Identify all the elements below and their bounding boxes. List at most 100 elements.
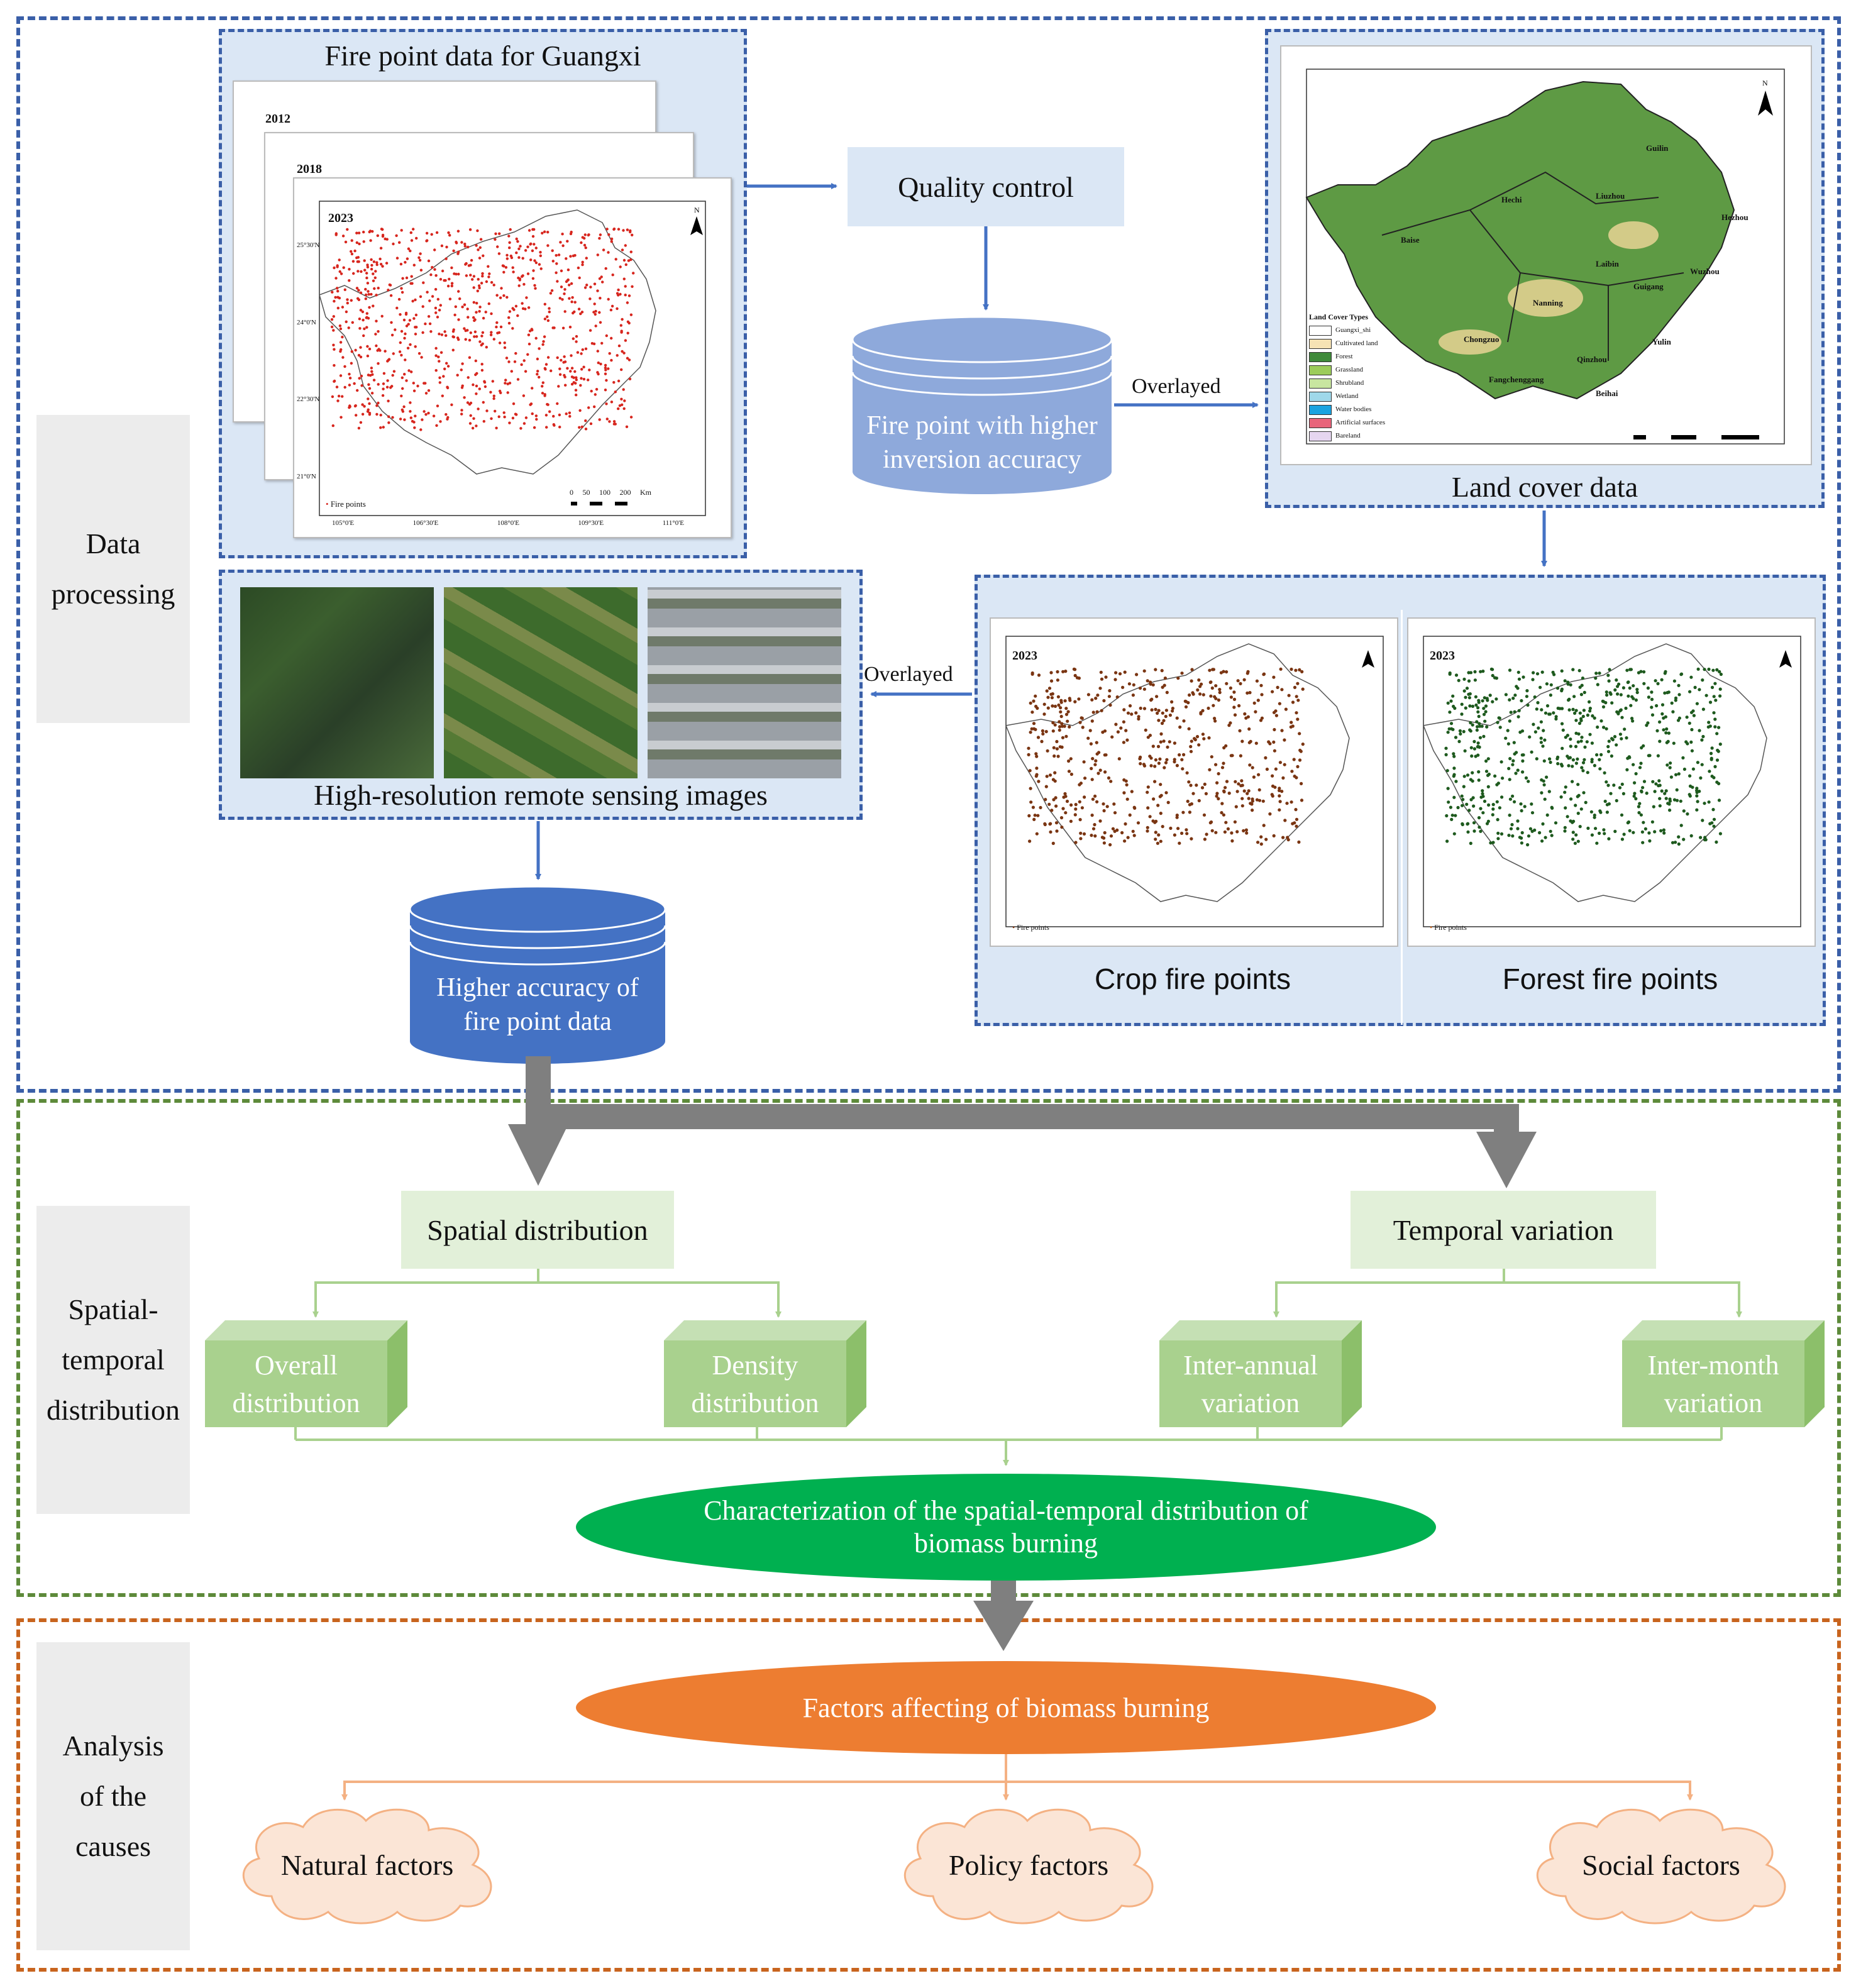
fire-point-dot — [414, 313, 418, 317]
fire-point-dot — [1276, 685, 1279, 689]
fire-point-dot — [520, 363, 523, 367]
fire-point-dot — [1637, 811, 1641, 815]
fire-point-dot — [506, 382, 509, 385]
fire-point-dot — [485, 280, 489, 284]
fire-point-dot — [1126, 836, 1130, 839]
fire-point-dot — [1582, 709, 1586, 712]
fire-point-dot — [1491, 807, 1495, 811]
fire-point-dot — [336, 306, 340, 310]
fire-point-dot — [421, 331, 424, 334]
fire-point-dot — [1586, 771, 1589, 775]
fire-point-dot — [1712, 711, 1716, 715]
fire-point-dot — [1563, 829, 1567, 833]
fire-point-dot — [1554, 715, 1558, 719]
fire-point-dot — [1265, 767, 1269, 771]
fire-point-dot — [1647, 831, 1651, 835]
fire-point-dot — [355, 414, 358, 417]
fire-point-dot — [1566, 682, 1570, 686]
fire-point-dot — [1078, 721, 1082, 724]
fire-point-dot — [380, 314, 384, 318]
fire-point-dot — [1119, 726, 1123, 730]
fire-point-dot — [1713, 725, 1717, 729]
fire-point-dot — [1712, 817, 1716, 821]
fire-point-dot — [403, 373, 406, 376]
fire-point-dot — [1462, 775, 1466, 778]
fire-point-dot — [536, 373, 539, 376]
fire-point-dot — [1281, 776, 1285, 780]
fire-point-dot — [478, 387, 481, 390]
fire-point-dot — [1479, 829, 1483, 833]
fire-point-dot — [415, 236, 418, 240]
fire-point-dot — [1634, 797, 1638, 800]
fire-point-dot — [1491, 813, 1494, 817]
fire-point-dot — [362, 318, 365, 322]
fire-point-dot — [1533, 695, 1537, 699]
fire-point-dot — [1154, 707, 1157, 711]
fire-point-dot — [1624, 706, 1628, 710]
fire-point-dot — [1029, 787, 1032, 790]
crop-map-year: 2023 — [1012, 649, 1037, 663]
fire-point-dot — [617, 228, 621, 231]
fire-point-dot — [375, 263, 378, 267]
fire-point-dot — [418, 258, 422, 262]
fire-point-dot — [481, 275, 484, 278]
fire-point-dot — [1530, 811, 1535, 815]
fire-point-dot — [1703, 668, 1706, 671]
fire-point-dot — [1549, 829, 1552, 833]
fire-point-dot — [1679, 799, 1682, 803]
fire-point-dot — [366, 410, 370, 413]
fire-point-dot — [427, 411, 430, 415]
crop-fire-map: 2023 • Fire points — [990, 617, 1398, 947]
fire-point-dot — [594, 393, 597, 396]
fire-point-dot — [405, 324, 409, 328]
fire-point-dot — [1620, 715, 1624, 719]
fire-point-dot — [1532, 722, 1535, 726]
fire-point-dot — [1541, 744, 1545, 748]
fire-point-dot — [1710, 756, 1713, 760]
fire-point-dot — [345, 320, 348, 323]
fire-point-dot — [481, 272, 484, 275]
fire-point-dot — [1165, 758, 1169, 761]
fire-point-dot — [1452, 754, 1456, 758]
fire-point-dot — [1213, 719, 1217, 723]
fire-point-dot — [570, 282, 573, 285]
fire-point-dot — [424, 413, 428, 416]
fire-point-dot — [1450, 814, 1454, 817]
fire-point-dot — [450, 266, 453, 270]
fire-point-dot — [1247, 797, 1251, 800]
fire-point-dot — [461, 384, 464, 387]
fire-point-dot — [619, 324, 622, 327]
fire-point-dot — [1246, 670, 1250, 673]
fire-point-dot — [626, 331, 629, 334]
fire-point-dot — [574, 389, 578, 392]
fire-point-dot — [1173, 758, 1176, 761]
legend-item: Grassland — [1309, 363, 1385, 377]
fire-point-dot — [1244, 828, 1248, 832]
fire-point-dot — [560, 358, 563, 362]
fire-point-dot — [1180, 671, 1184, 675]
fire-point-dot — [1568, 756, 1572, 759]
fire-point-dot — [502, 270, 505, 274]
fire-point-dot — [1259, 835, 1263, 839]
fire-point-dot — [1579, 693, 1583, 697]
fire-point-dot — [339, 327, 343, 331]
fire-point-dot — [1574, 719, 1578, 722]
fire-point-dot — [525, 296, 528, 299]
fire-point-dot — [1166, 745, 1169, 749]
fire-point-dot — [1658, 804, 1662, 808]
fire-point-dot — [1102, 802, 1105, 806]
fire-point-dot — [1543, 738, 1547, 742]
fire-point-dot — [1028, 839, 1032, 843]
db-higher-inversion-label: Fire point with higher inversion accurac… — [866, 411, 1098, 474]
fire-point-dot — [1504, 693, 1508, 697]
fire-point-dot — [1460, 794, 1464, 798]
fire-point-dot — [1521, 759, 1525, 763]
fire-point-dot — [461, 362, 464, 365]
fire-point-dot — [621, 318, 624, 321]
fire-point-dot — [360, 374, 363, 378]
fire-point-dot — [377, 330, 380, 333]
fire-point-dot — [1078, 818, 1082, 822]
fire-point-dot — [516, 314, 519, 318]
fire-point-dot — [1051, 841, 1055, 845]
fire-point-dot — [1641, 841, 1645, 844]
